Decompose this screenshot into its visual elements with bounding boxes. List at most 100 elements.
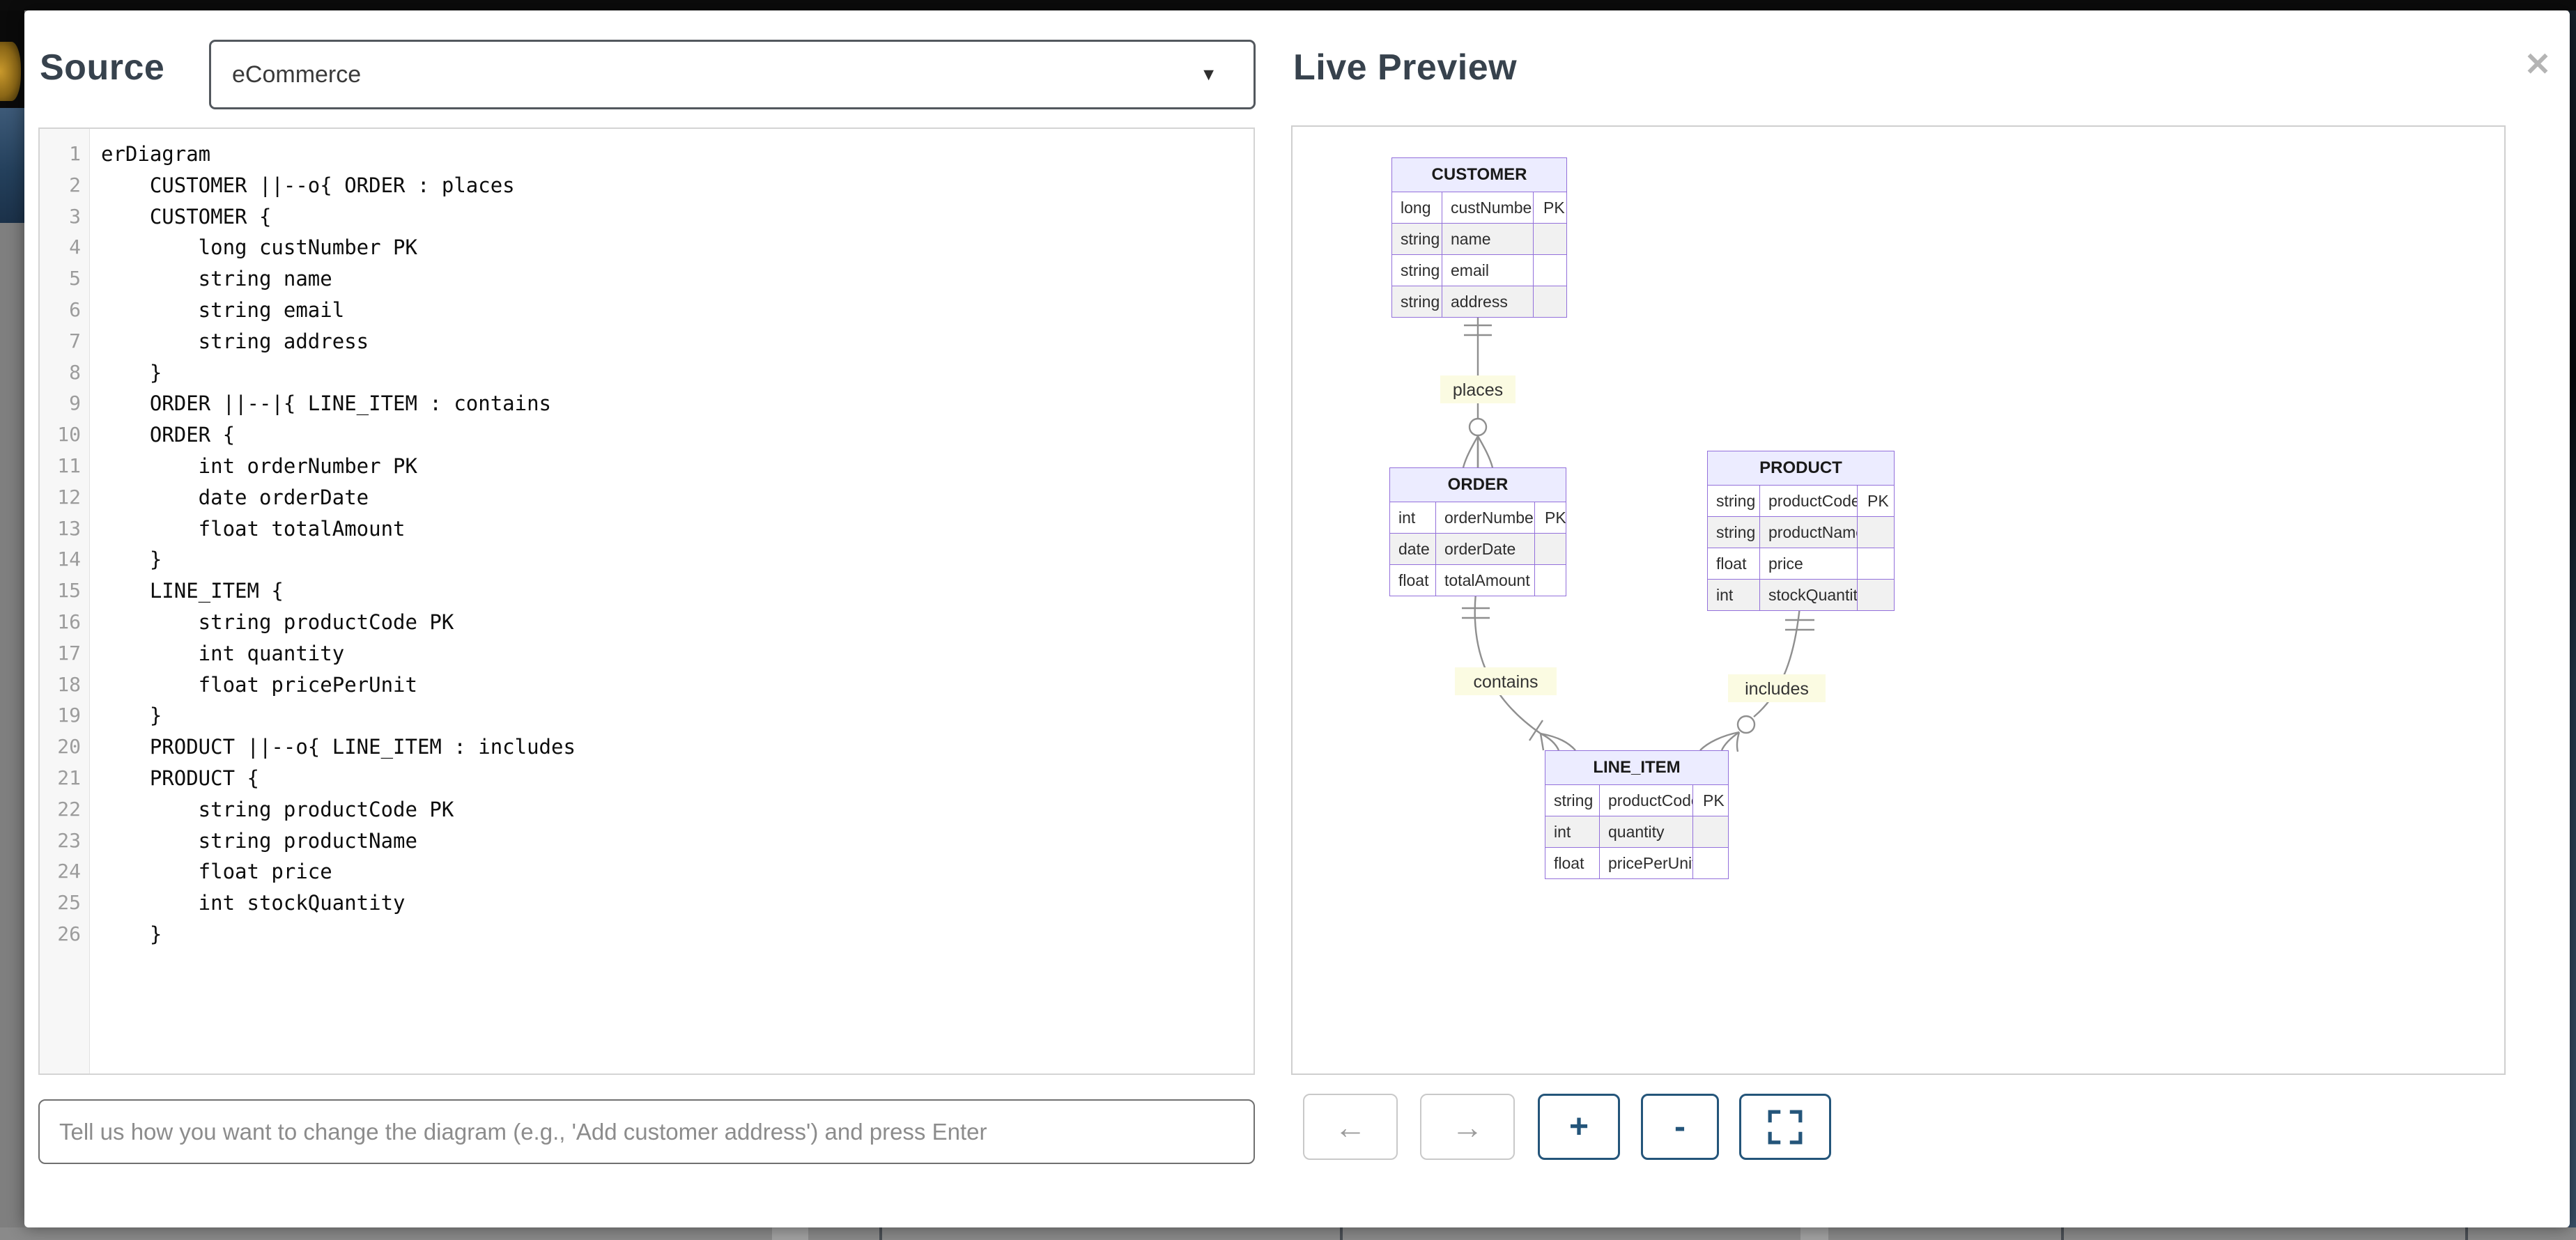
attribute-name: productName [1760, 517, 1858, 548]
er-relationships: places contains includes [1440, 313, 1826, 752]
code-line: int orderNumber PK [101, 454, 417, 478]
attribute-key [1858, 548, 1894, 579]
attribute-name: address [1442, 286, 1534, 317]
code-line: } [101, 922, 162, 946]
line-number: 6 [69, 297, 81, 321]
background-artifact [879, 1227, 882, 1240]
line-number: 3 [69, 204, 81, 228]
attribute-name: productCode [1760, 486, 1858, 516]
line-number: 13 [57, 516, 81, 540]
code-line: float totalAmount [101, 516, 406, 541]
code-line: erDiagram [101, 142, 211, 166]
code-line: CUSTOMER { [101, 204, 272, 228]
line-number: 12 [57, 485, 81, 509]
zoom-out-button[interactable]: - [1641, 1094, 1719, 1160]
line-number: 25 [57, 891, 81, 915]
background-bottom-strip [0, 1227, 2576, 1240]
attribute-key [1693, 848, 1728, 878]
attribute-key: PK [1543, 199, 1565, 217]
source-select-value: eCommerce [232, 61, 362, 88]
code-line: long custNumber PK [101, 235, 417, 260]
line-number: 20 [57, 735, 81, 759]
attribute-key: PK [1703, 791, 1725, 809]
history-back-button[interactable]: ← [1303, 1094, 1398, 1160]
attribute-type: string [1392, 286, 1442, 317]
attribute-type: long [1392, 192, 1442, 223]
fullscreen-icon [1768, 1110, 1803, 1144]
code-line: } [101, 548, 162, 572]
zoom-in-button[interactable]: + [1538, 1094, 1620, 1160]
attribute-name: totalAmount [1436, 565, 1535, 596]
attribute-key [1858, 517, 1894, 548]
code-line: string productCode PK [101, 797, 454, 821]
code-line: string email [101, 297, 345, 322]
attribute-type: float [1545, 848, 1600, 878]
source-select[interactable]: eCommerce ▼ [209, 40, 1256, 109]
code-lines: erDiagram CUSTOMER ||--o{ ORDER : places… [90, 129, 1254, 1074]
line-number: 21 [57, 766, 81, 789]
attribute-name: quantity [1600, 816, 1693, 847]
attribute-key: PK [1545, 509, 1566, 527]
svg-text:contains: contains [1473, 672, 1538, 692]
line-number: 5 [69, 267, 81, 290]
code-line: PRODUCT { [101, 766, 259, 790]
background-left-strip [0, 10, 24, 1240]
line-number: 22 [57, 797, 81, 821]
entity-title: LINE_ITEM [1545, 751, 1728, 784]
attribute-name: stockQuantity [1760, 580, 1858, 610]
code-line: string productCode PK [101, 610, 454, 634]
source-title: Source [40, 47, 165, 88]
line-number: 10 [57, 423, 81, 447]
attribute-key [1693, 816, 1728, 847]
attribute-name: pricePerUnit [1600, 848, 1693, 878]
line-number: 24 [57, 860, 81, 883]
relationship-includes-line [1699, 606, 1814, 752]
relationship-label-includes: includes [1728, 674, 1826, 702]
relationship-label-places: places [1440, 375, 1515, 403]
background-artifact [1340, 1227, 1343, 1240]
line-number: 2 [69, 173, 81, 196]
chevron-down-icon: ▼ [1200, 65, 1217, 84]
background-artifact [0, 42, 21, 101]
line-number: 17 [57, 641, 81, 665]
live-preview-title: Live Preview [1293, 47, 1518, 88]
attribute-name: email [1442, 255, 1534, 286]
entity-title: ORDER [1390, 468, 1566, 502]
background-top-bar [0, 0, 2576, 10]
attribute-type: string [1392, 255, 1442, 286]
fullscreen-button[interactable] [1739, 1094, 1831, 1160]
history-forward-button[interactable]: → [1420, 1094, 1515, 1160]
relationship-label-contains: contains [1455, 667, 1557, 695]
attribute-type: float [1708, 548, 1760, 579]
background-artifact [2061, 1227, 2064, 1240]
code-line: int quantity [101, 641, 345, 665]
background-artifact [0, 108, 24, 223]
line-number: 19 [57, 704, 81, 727]
code-line: } [101, 360, 162, 385]
code-line: int stockQuantity [101, 891, 406, 915]
line-number: 18 [57, 672, 81, 696]
attribute-name: name [1442, 224, 1534, 254]
diagram-change-input[interactable] [38, 1099, 1255, 1164]
attribute-key [1534, 255, 1566, 286]
code-line: string productName [101, 828, 417, 853]
arrow-left-icon: ← [1334, 1108, 1366, 1145]
attribute-type: string [1392, 224, 1442, 254]
close-button[interactable]: ✕ [2513, 40, 2562, 88]
attribute-name: orderDate [1436, 534, 1535, 564]
arrow-right-icon: → [1451, 1108, 1483, 1145]
attribute-key [1858, 580, 1894, 610]
